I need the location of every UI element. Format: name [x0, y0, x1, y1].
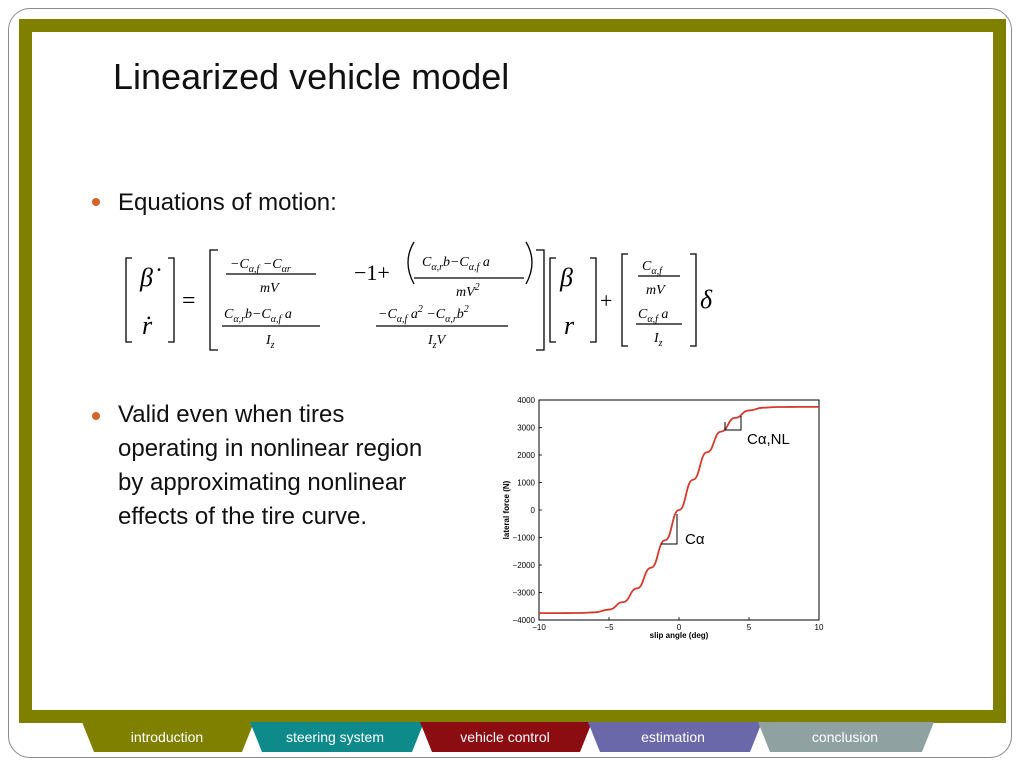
bullet-line: effects of the tire curve.	[118, 503, 368, 530]
bullet-marker	[92, 198, 100, 206]
tab-shape-introduction	[82, 722, 254, 752]
tire-curve-chart: 4000 3000 2000 1000 0 −1000 −2000 −3000 −4000 −1…	[502, 396, 824, 640]
lhs-beta-dot: β̇	[139, 263, 161, 292]
slide-title: Linearized vehicle model	[113, 56, 510, 97]
tab-introduction[interactable]: introduction	[130, 729, 204, 745]
y-tick-label: −2000	[513, 561, 536, 570]
x-axis-label: slip angle (deg)	[650, 631, 709, 640]
svg-text:+: +	[600, 288, 612, 313]
slope-marker-nl	[724, 416, 742, 431]
tab-shape-conclusion	[758, 722, 934, 752]
bullet-marker	[92, 412, 100, 420]
bullet-text: Valid even when tires operating in nonli…	[118, 398, 422, 534]
state-beta: β	[559, 263, 573, 292]
tab-conclusion[interactable]: conclusion	[811, 729, 879, 745]
svg-text:Cα,rb−Cα,f a: Cα,rb−Cα,f a	[422, 255, 490, 273]
a12-prefix: −1+	[354, 260, 390, 285]
svg-text:−Cα,f −Cαr: −Cα,f −Cαr	[230, 257, 291, 275]
a11-numerator: −C	[230, 257, 249, 272]
y-tick-label: −3000	[513, 589, 536, 598]
annotation-c-alpha-nl: Cα,NL	[747, 431, 790, 448]
y-tick-label: 2000	[517, 451, 535, 460]
y-tick-label: 3000	[517, 424, 535, 433]
tab-shape-steering-system	[250, 722, 424, 752]
svg-text:Iz: Iz	[653, 331, 663, 349]
svg-text:Cα,rb−Cα,f a: Cα,rb−Cα,f a	[224, 307, 292, 325]
a11-denominator: mV	[260, 281, 280, 296]
input-delta: δ	[700, 285, 713, 314]
x-tick-label: −5	[604, 623, 614, 632]
svg-text:−Cα,f a2 −Cα,rb2: −Cα,f a2 −Cα,rb2	[378, 304, 469, 325]
y-axis-label: lateral force (N)	[502, 480, 511, 539]
svg-text:IzV: IzV	[427, 333, 447, 351]
tab-vehicle-control[interactable]: vehicle control	[460, 729, 550, 745]
bullet-line: Equations of motion:	[118, 189, 337, 216]
section-navigation: introduction steering system vehicle con…	[82, 722, 942, 752]
bullet-line: Valid even when tires	[118, 401, 345, 428]
b1-denominator: mV	[646, 283, 666, 298]
a21-denominator: I	[265, 333, 272, 348]
x-tick-label: 10	[815, 623, 824, 632]
a22-denominator: I	[427, 333, 434, 348]
tab-shape-vehicle-control	[420, 722, 592, 752]
svg-text:Cα,f a: Cα,f a	[638, 307, 668, 325]
tire-curve-line	[539, 405, 819, 615]
slope-marker-alpha	[661, 514, 678, 545]
y-tick-label: 0	[531, 506, 536, 515]
bullet-line: by approximating nonlinear	[118, 469, 407, 496]
tab-steering-system[interactable]: steering system	[285, 729, 385, 745]
svg-text:Cα,f: Cα,f	[642, 259, 663, 277]
svg-text:mV2: mV2	[456, 282, 480, 300]
tab-estimation[interactable]: estimation	[641, 729, 705, 745]
tab-shape-estimation	[588, 722, 762, 752]
svg-text:=: =	[182, 288, 196, 314]
annotation-c-alpha: Cα	[685, 531, 705, 548]
x-tick-label: 0	[677, 623, 682, 632]
svg-text:Iz: Iz	[265, 333, 275, 351]
y-tick-label: 4000	[517, 396, 535, 405]
nav-tab-shapes	[82, 722, 934, 752]
y-tick-label: −1000	[513, 534, 536, 543]
y-tick-label: 1000	[517, 479, 535, 488]
state-r: r	[564, 311, 575, 340]
bullet-text: Equations of motion:	[118, 186, 337, 220]
b2-denominator: I	[653, 331, 660, 346]
x-tick-label: 5	[747, 623, 752, 632]
equation-of-motion: β̇ ṙ = −Cα,f −Cαr mV Cα,rb−Cα,f a Iz −1+…	[125, 241, 713, 351]
slide-content-panel	[32, 32, 993, 710]
x-tick-label: −10	[532, 623, 546, 632]
y-tick-label: −4000	[513, 616, 536, 625]
bullet-line: operating in nonlinear region	[118, 435, 423, 462]
lhs-r-dot: ṙ	[142, 311, 153, 340]
